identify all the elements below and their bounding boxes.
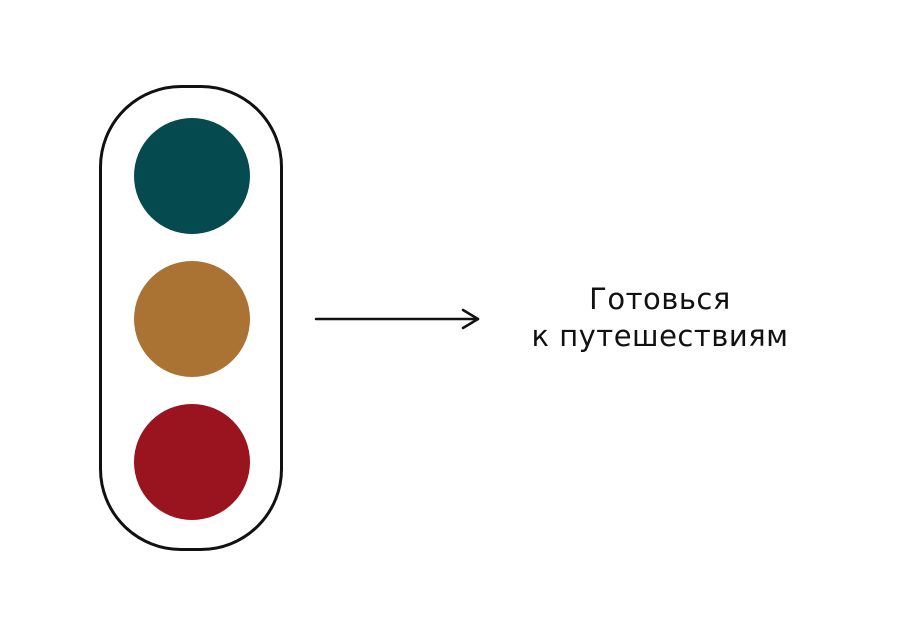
bottom-lamp	[134, 404, 250, 520]
caption-line-2: к путешествиям	[531, 319, 789, 353]
caption-text: Готовься к путешествиям	[500, 281, 820, 355]
caption-line-1: Готовься	[589, 282, 731, 316]
top-lamp	[134, 118, 250, 234]
traffic-light-frame	[99, 85, 283, 551]
middle-lamp	[134, 261, 250, 377]
right-arrow-icon	[314, 308, 480, 330]
